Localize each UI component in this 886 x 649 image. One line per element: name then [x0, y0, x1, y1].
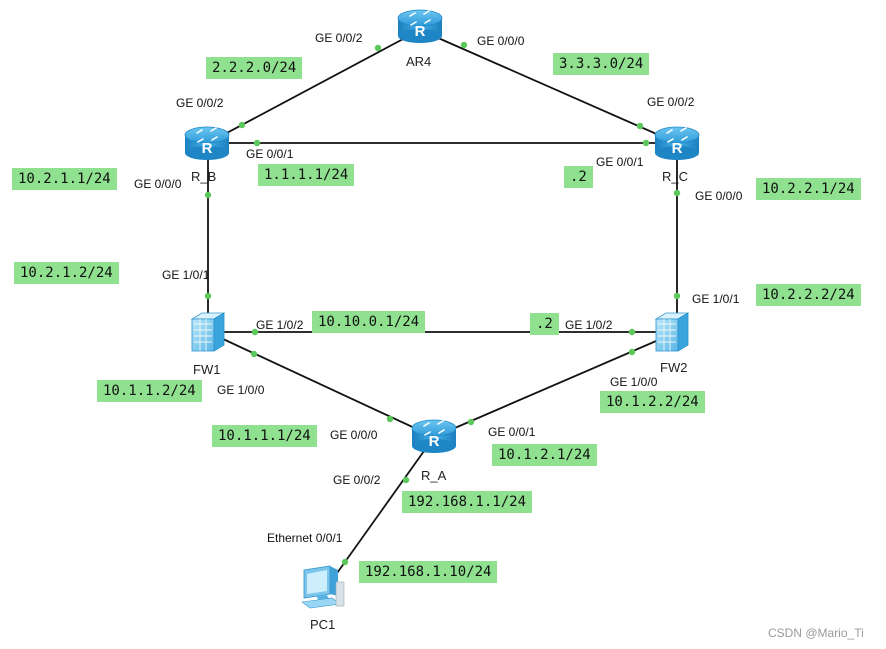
router-icon: [184, 126, 230, 161]
port-label-pc1-eth: Ethernet 0/0/1: [267, 531, 343, 545]
ip-label-ra-right: 10.1.2.1/24: [492, 444, 597, 466]
ip-label-fw-link-left: 10.10.0.1/24: [312, 311, 426, 333]
device-name-rc: R_C: [662, 169, 689, 184]
port-dot: [386, 415, 394, 423]
firewall-icon: [191, 312, 225, 352]
pc-icon: [301, 565, 345, 609]
port-dots: [204, 41, 681, 566]
ip-label-fw2-down: 10.1.2.2/24: [600, 391, 705, 413]
port-label-ar4-g002: GE 0/0/2: [315, 31, 363, 45]
ip-label-fw-link-right: .2: [530, 313, 559, 335]
port-dot: [628, 328, 636, 336]
port-dot: [204, 191, 212, 199]
device-name-ra: R_A: [421, 468, 447, 483]
port-label-ra-g002: GE 0/0/2: [333, 473, 381, 487]
port-label-fw1-g102: GE 1/0/2: [256, 318, 304, 332]
device-name-ar4: AR4: [406, 54, 432, 69]
link-fw2-ra: [433, 331, 678, 438]
device-name-pc1: PC1: [310, 617, 336, 632]
watermark: CSDN @Mario_Ti: [768, 626, 864, 640]
port-dot: [204, 292, 212, 300]
port-label-rc-g002: GE 0/0/2: [647, 95, 695, 109]
ip-label-net-ar4-rc: 3.3.3.0/24: [553, 53, 650, 75]
ip-label-ra-down: 192.168.1.1/24: [402, 491, 533, 513]
ip-label-rb-down: 10.2.1.1/24: [12, 168, 117, 190]
port-label-ar4-g000: GE 0/0/0: [477, 34, 525, 48]
port-label-fw2-g100: GE 1/0/0: [610, 375, 658, 389]
port-dot: [253, 139, 261, 147]
ip-label-fw2-up: 10.2.2.2/24: [756, 284, 861, 306]
port-dot: [628, 348, 636, 356]
ip-label-rb-rc-left: 1.1.1.1/24: [258, 164, 355, 186]
port-dot: [642, 139, 650, 147]
port-label-fw2-g102: GE 1/0/2: [565, 318, 613, 332]
ip-label-pc1-addr: 192.168.1.10/24: [359, 561, 498, 583]
port-dot: [251, 328, 259, 336]
router-icon: [397, 9, 443, 44]
port-dot: [250, 350, 258, 358]
link-fw1-ra: [207, 331, 435, 438]
router-icon: [411, 419, 457, 454]
port-label-rc-g001: GE 0/0/1: [596, 155, 644, 169]
port-dot: [467, 418, 475, 426]
ip-label-fw1-up: 10.2.1.2/24: [14, 262, 119, 284]
port-label-fw1-g100: GE 1/0/0: [217, 383, 265, 397]
port-dot: [636, 122, 644, 130]
port-label-rb-g002: GE 0/0/2: [176, 96, 224, 110]
port-label-fw2-g101: GE 1/0/1: [692, 292, 740, 306]
port-dot: [374, 44, 382, 52]
port-dot: [238, 121, 246, 129]
device-name-rb: R_B: [191, 169, 217, 184]
port-dot: [341, 558, 349, 566]
port-dot: [673, 189, 681, 197]
device-name-fw1: FW1: [193, 362, 221, 377]
port-label-rb-g000: GE 0/0/0: [134, 177, 182, 191]
ip-label-ra-left: 10.1.1.1/24: [212, 425, 317, 447]
ip-label-fw1-down: 10.1.1.2/24: [97, 380, 202, 402]
port-label-fw1-g101: GE 1/0/1: [162, 268, 210, 282]
port-dot: [673, 292, 681, 300]
ip-label-rb-rc-right: .2: [564, 166, 593, 188]
ip-label-net-ar4-rb: 2.2.2.0/24: [206, 57, 303, 79]
port-label-ra-g001: GE 0/0/1: [488, 425, 536, 439]
port-dot: [402, 476, 410, 484]
port-label-ra-g000: GE 0/0/0: [330, 428, 378, 442]
device-name-fw2: FW2: [660, 360, 688, 375]
firewall-icon: [655, 312, 689, 352]
ip-label-rc-down: 10.2.2.1/24: [756, 178, 861, 200]
port-label-rb-g001: GE 0/0/1: [246, 147, 294, 161]
router-icon: [654, 126, 700, 161]
port-label-rc-g000: GE 0/0/0: [695, 189, 743, 203]
link-ar4-rc: [419, 29, 678, 144]
port-dot: [460, 41, 468, 49]
